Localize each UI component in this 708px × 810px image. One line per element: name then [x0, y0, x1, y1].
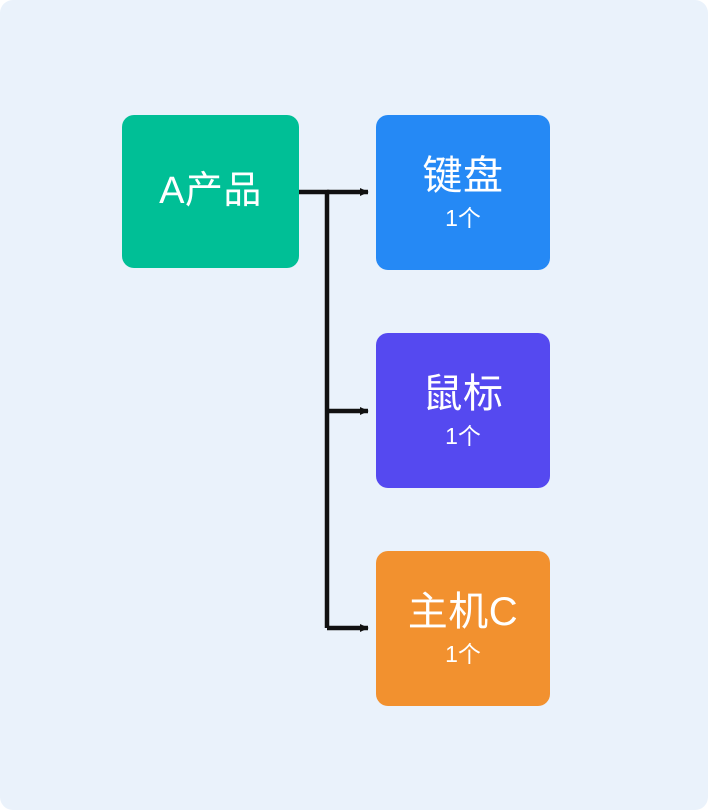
- connector-trunk: [299, 189, 330, 628]
- node-host-c-quantity: 1个: [445, 640, 481, 667]
- node-host-c[interactable]: 主机C 1个: [376, 551, 550, 706]
- node-mouse-label: 鼠标: [422, 371, 504, 416]
- node-keyboard-label: 键盘: [422, 153, 504, 198]
- node-mouse-quantity: 1个: [445, 422, 481, 449]
- node-a-product[interactable]: A产品: [122, 115, 299, 268]
- node-host-c-label: 主机C: [407, 589, 519, 634]
- node-a-product-label: A产品: [159, 169, 262, 212]
- node-keyboard-quantity: 1个: [445, 204, 481, 231]
- node-keyboard[interactable]: 键盘 1个: [376, 115, 550, 270]
- node-mouse[interactable]: 鼠标 1个: [376, 333, 550, 488]
